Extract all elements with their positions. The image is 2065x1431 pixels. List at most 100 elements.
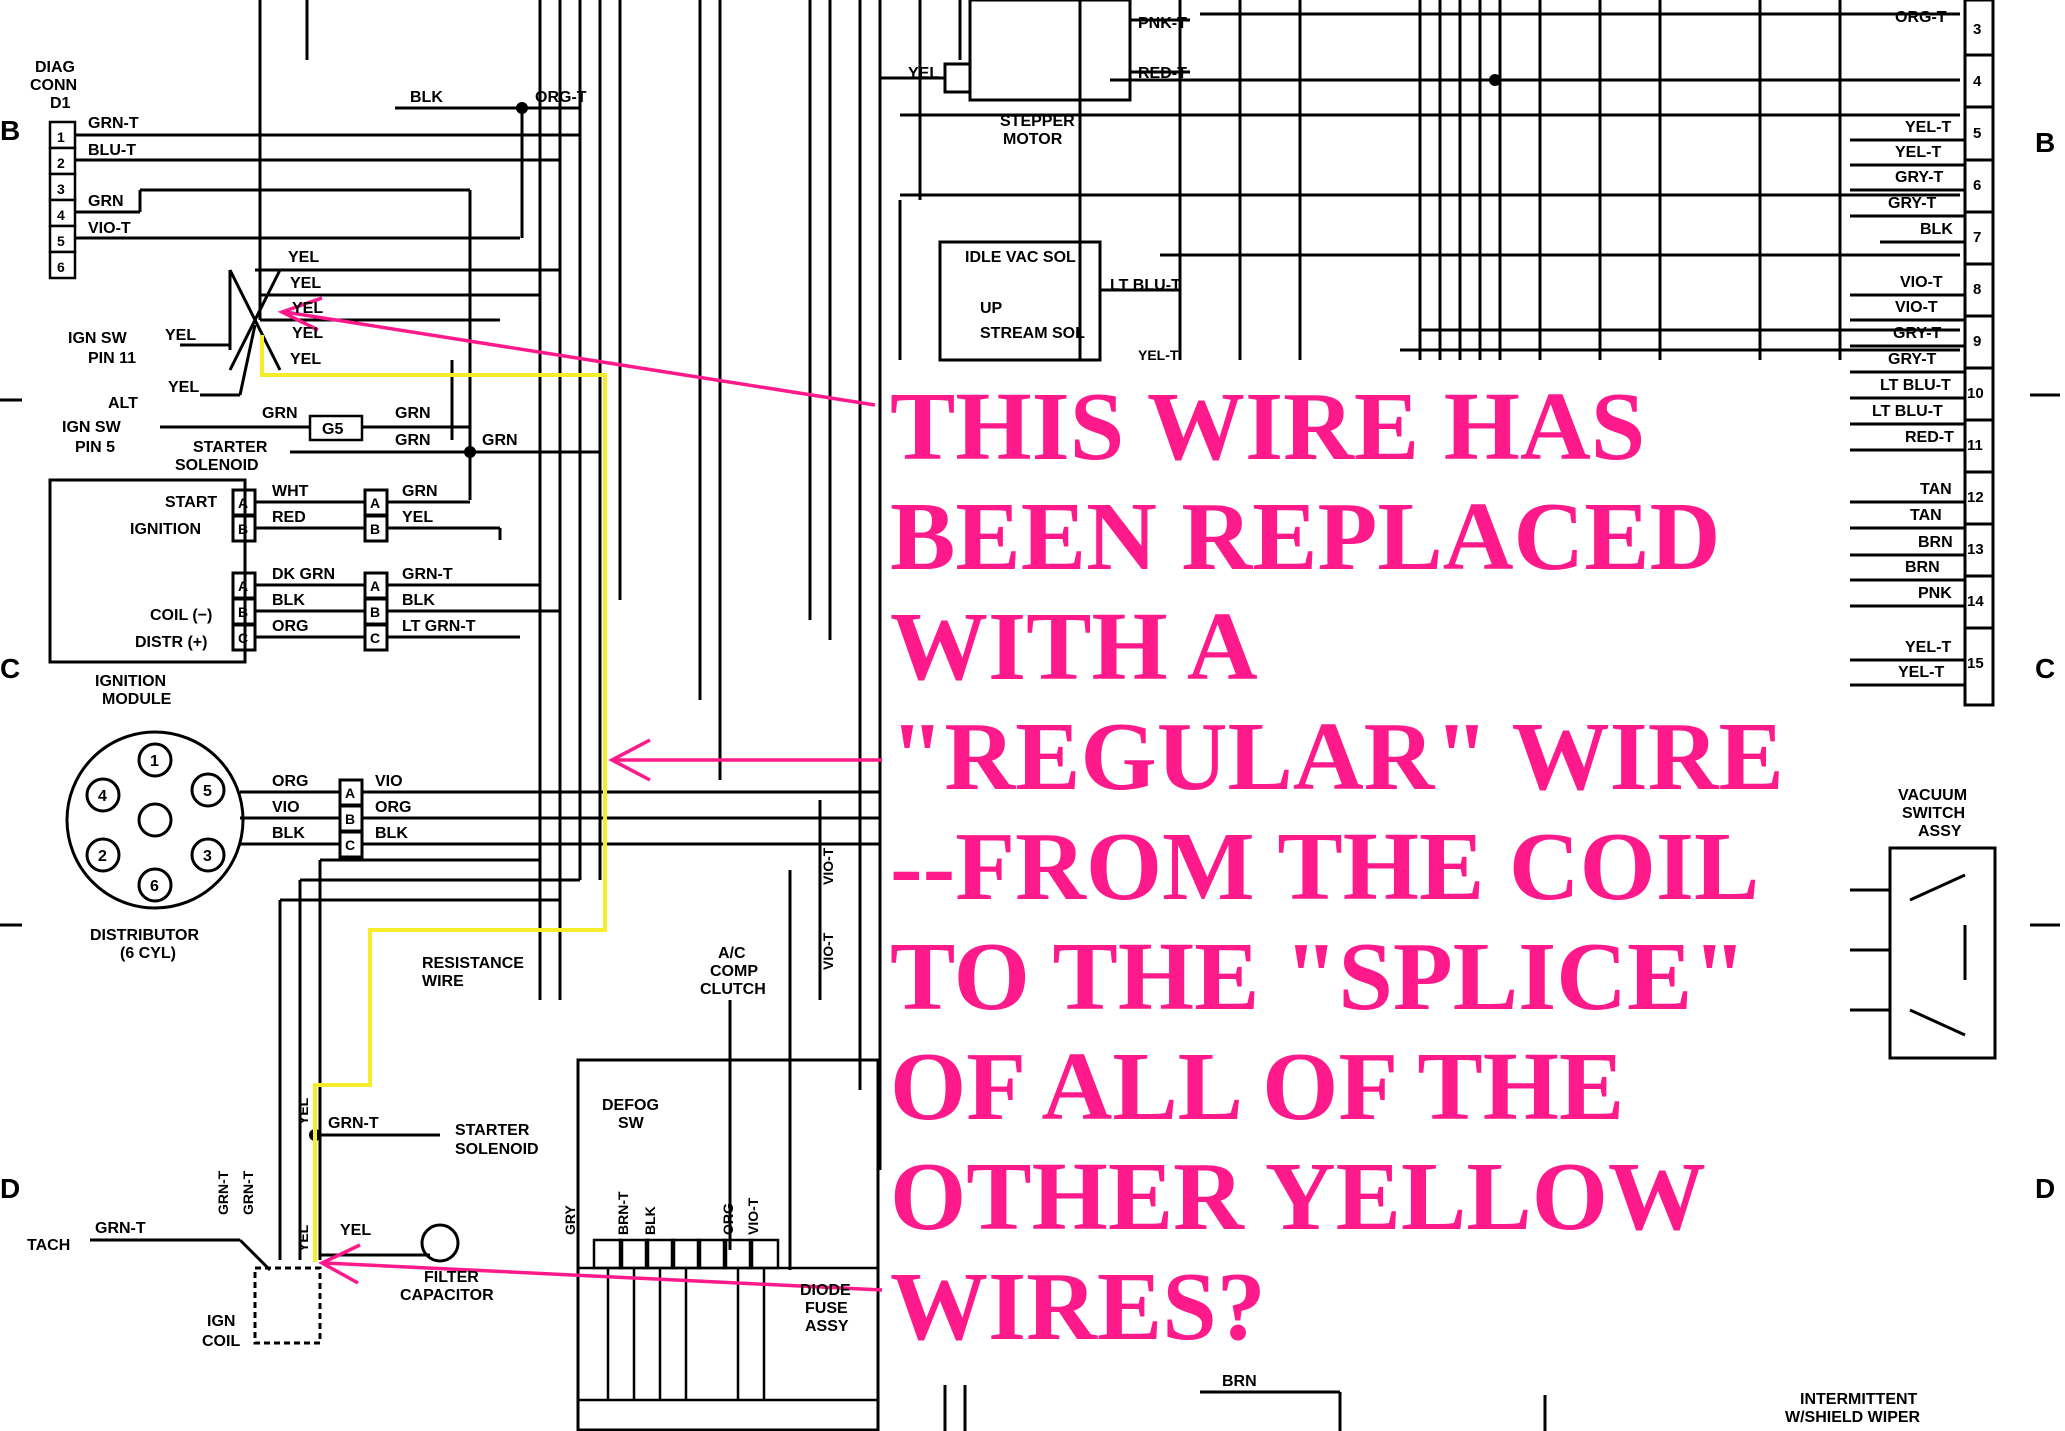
ign-mod-pin-a1: A — [238, 495, 248, 511]
diode-wire-gry: GRY — [562, 1205, 578, 1235]
dist-wire-vio-r: VIO — [375, 773, 403, 790]
vio-t-upper: VIO-T — [820, 847, 836, 885]
dist-wire-org: ORG — [272, 773, 308, 790]
vacuum-switch-1: VACUUM — [1898, 787, 1967, 804]
tach-wire: GRN-T — [95, 1220, 146, 1237]
vacuum-switch-2: SWITCH — [1902, 805, 1965, 822]
dist-wire-org-r: ORG — [375, 799, 411, 816]
diode-wire-org: ORG — [720, 1203, 736, 1235]
grn-1: GRN — [262, 405, 298, 422]
diag-conn-title: DIAG — [35, 59, 75, 76]
rwire-gry-t-1: GRY-T — [1895, 169, 1944, 186]
wire-grn-t-mod: GRN-T — [402, 566, 453, 583]
ign-conn-pin-b2: B — [370, 604, 380, 620]
rpin-5: 5 — [1973, 125, 1981, 142]
wire-dk-grn: DK GRN — [272, 566, 335, 583]
rwire-yel-t-4: YEL-T — [1898, 664, 1944, 681]
rwire-tan-2: TAN — [1910, 507, 1942, 524]
defog-2: SW — [618, 1115, 645, 1132]
starter-solenoid-bot-2: SOLENOID — [455, 1141, 539, 1158]
cyl-5: 5 — [203, 783, 212, 800]
rwire-blk: BLK — [1920, 221, 1953, 238]
idle-vac-title: IDLE VAC SOL — [965, 249, 1076, 266]
ign-conn-pin-c: C — [370, 630, 380, 646]
stepper-yel: YEL — [908, 65, 939, 82]
ign-mod-title2: MODULE — [102, 691, 172, 708]
ign-conn-pin-a2: A — [370, 578, 380, 594]
wire-blk-top: BLK — [410, 89, 443, 106]
annotation-text-block: THIS WIRE HAS BEEN REPLACED WITH A "REGU… — [890, 372, 2050, 1362]
grid-label-d-right: D — [2035, 1173, 2055, 1204]
splice-yel-1: YEL — [288, 249, 319, 266]
rpin-15: 15 — [1967, 655, 1984, 672]
coil-yel: YEL — [340, 1222, 371, 1239]
rwire-brn-1: BRN — [1918, 534, 1953, 551]
ign-sw-pin11-wire: YEL — [165, 327, 196, 344]
right-connector-pin-labels: 3 4 5 6 7 8 9 10 11 12 13 14 15 — [1967, 21, 1984, 672]
rwire-vio-t-2: VIO-T — [1895, 299, 1938, 316]
wire-red: RED — [272, 509, 306, 526]
annotation-line-4: "REGULAR" WIRE — [890, 703, 1784, 811]
filter-capacitor-2: CAPACITOR — [400, 1287, 494, 1304]
wire-grn: GRN — [88, 193, 124, 210]
bottom-brn: BRN — [1222, 1373, 1257, 1390]
splice-yel-3: YEL — [292, 300, 323, 317]
rwire-yel-t-2: YEL-T — [1895, 144, 1941, 161]
filter-capacitor-1: FILTER — [424, 1269, 479, 1286]
ign-mod-pin-b2: B — [238, 604, 248, 620]
grid-label-d-left: D — [0, 1173, 20, 1204]
rwire-gry-t-3: GRY-T — [1893, 325, 1942, 342]
cyl-4: 4 — [98, 788, 107, 805]
ign-mod-pin-a2: A — [238, 578, 248, 594]
starter-solenoid-bot-1: STARTER — [455, 1122, 530, 1139]
tach-label: TACH — [27, 1237, 70, 1254]
right-connector-wire-labels: ORG-T YEL-T YEL-T GRY-T GRY-T BLK VIO-T … — [1872, 9, 1954, 681]
dist-pin-c: C — [345, 837, 355, 853]
pin-6: 6 — [57, 259, 65, 275]
diode-wire-blk: BLK — [642, 1206, 658, 1235]
rwire-lt-blu-t-1: LT BLU-T — [1880, 377, 1951, 394]
rpin-11: 11 — [1967, 437, 1983, 454]
ign-mod-pin-b1: B — [238, 521, 248, 537]
idle-vac-wire: LT BLU-T — [1110, 277, 1181, 294]
dist-wire-vio: VIO — [272, 799, 300, 816]
ign-mod-ignition: IGNITION — [130, 521, 201, 538]
annotation-arrows — [277, 296, 883, 1292]
ign-coil-2: COIL — [202, 1333, 240, 1350]
pin-3: 3 — [57, 181, 65, 197]
junction-dots — [309, 74, 1501, 1141]
g5-box — [308, 414, 364, 442]
rwire-gry-t-4: GRY-T — [1888, 351, 1937, 368]
rwire-pnk: PNK — [1918, 585, 1952, 602]
diode-fuse-2: FUSE — [805, 1300, 848, 1317]
diode-wire-brn-t: BRN-T — [615, 1191, 631, 1235]
diag-conn-id: D1 — [50, 95, 71, 112]
ign-conn-pin-b1: B — [370, 521, 380, 537]
rwire-gry-t-2: GRY-T — [1888, 195, 1937, 212]
grid-label-c-right: C — [2035, 653, 2055, 684]
ign-sw-pin11-label: IGN SW — [68, 330, 128, 347]
cyl-3: 3 — [203, 848, 212, 865]
rpin-14: 14 — [1967, 593, 1984, 610]
resistance-wire-1: RESISTANCE — [422, 955, 524, 972]
vacuum-switch-3: ASSY — [1918, 823, 1962, 840]
splice-yel-5: YEL — [290, 351, 321, 368]
pin-2: 2 — [57, 155, 65, 171]
rpin-8: 8 — [1973, 281, 1981, 298]
diode-wire-vio-t: VIO-T — [745, 1197, 761, 1235]
defog-1: DEFOG — [602, 1097, 659, 1114]
ign-mod-start: START — [165, 494, 217, 511]
ign-sw-pin5-pin: PIN 5 — [75, 439, 115, 456]
wire-org-t-top: ORG-T — [535, 89, 587, 106]
annotation-line-3: WITH A — [890, 593, 1258, 701]
annotation-line-2: BEEN REPLACED — [890, 483, 1721, 591]
idle-vac-up: UP — [980, 300, 1003, 317]
annotation-line-6: TO THE "SPLICE" — [890, 923, 1747, 1031]
wire-vio-t: VIO-T — [88, 220, 131, 237]
g5-label: G5 — [322, 421, 343, 438]
rpin-6: 6 — [1973, 177, 1981, 194]
rwire-red-t: RED-T — [1905, 429, 1954, 446]
